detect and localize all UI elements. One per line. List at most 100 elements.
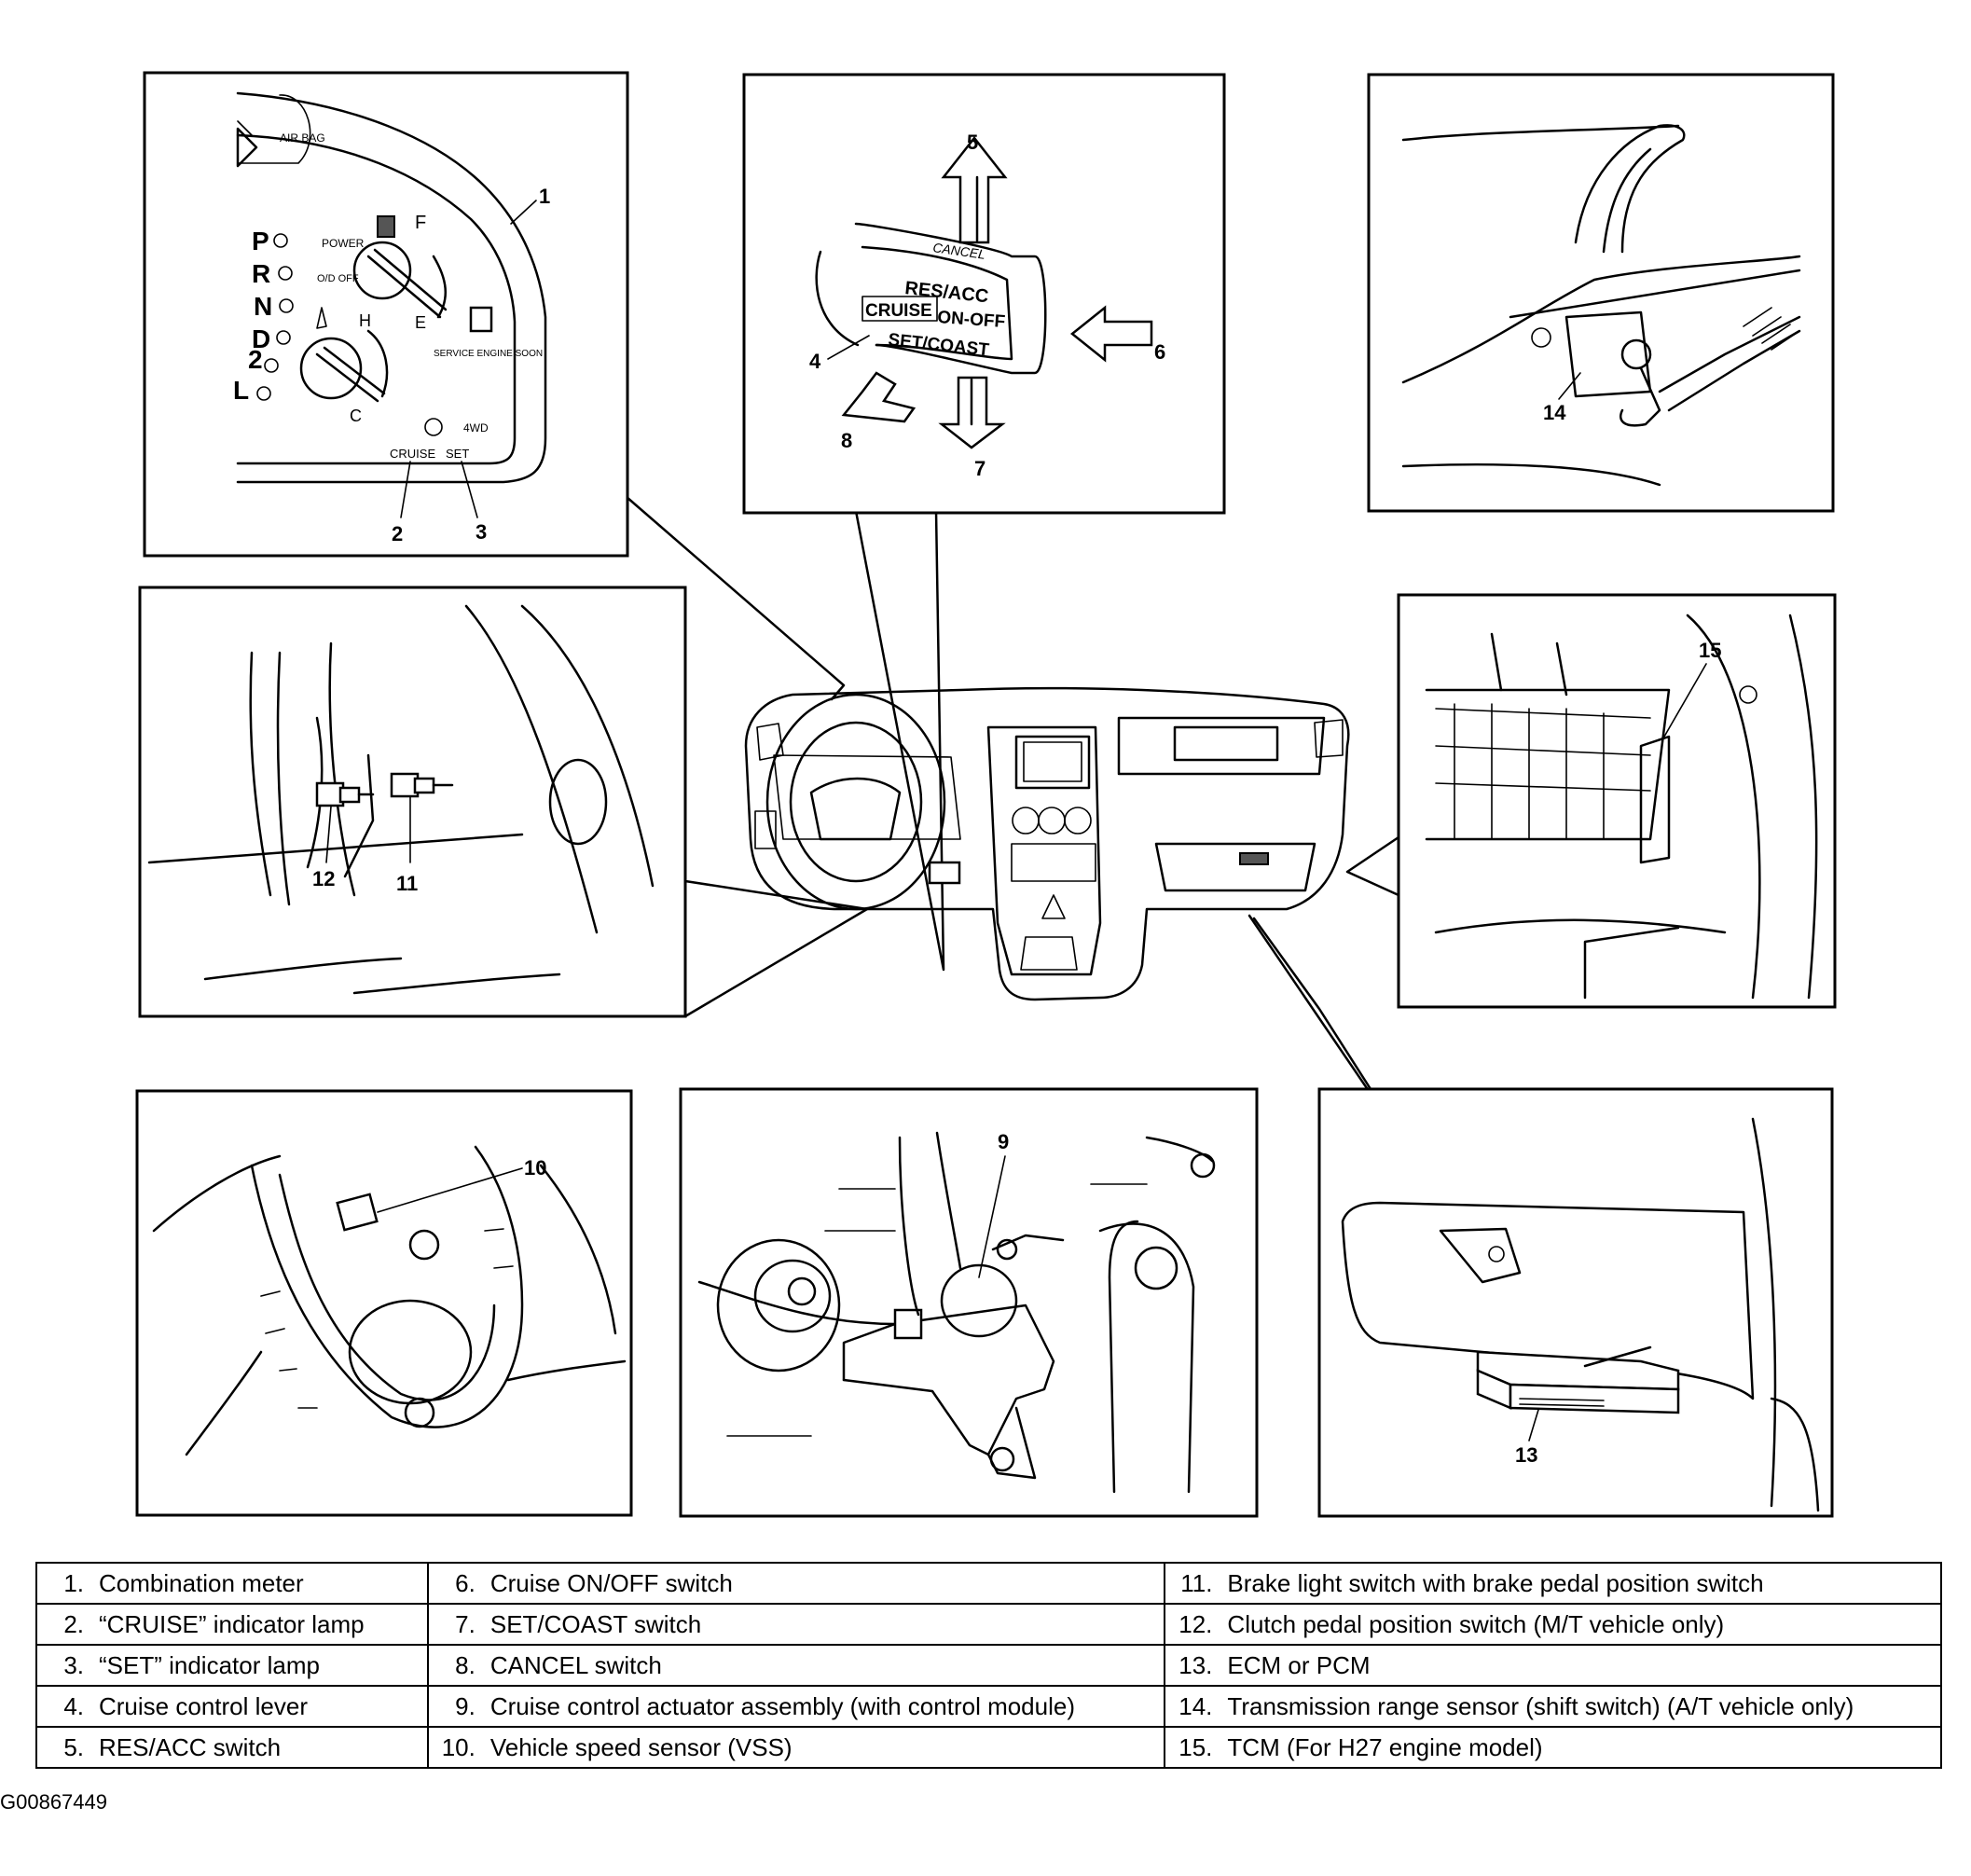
legend-cell: 13.ECM or PCM — [1164, 1644, 1942, 1687]
legend-text: ECM or PCM — [1227, 1650, 1371, 1679]
callout-14: 14 — [1543, 401, 1566, 424]
cruise-lamp-label: CRUISE — [390, 447, 435, 461]
vss-sensor-graphic — [336, 1193, 379, 1232]
legend-number: 4. — [63, 1691, 84, 1720]
legend-text: RES/ACC switch — [99, 1732, 282, 1761]
legend-cell: 15. TCM (For H27 engine model) — [1164, 1726, 1942, 1769]
legend-text: Clutch pedal position switch (M/T vehicl… — [1227, 1609, 1725, 1638]
set-coast-arrow — [938, 376, 1006, 449]
callout-2: 2 — [392, 522, 403, 545]
legend-text: Cruise ON/OFF switch — [489, 1568, 733, 1597]
legend-cell: 12. Clutch pedal position switch (M/T veh… — [1164, 1603, 1942, 1646]
legend-text: Vehicle speed sensor (VSS) — [489, 1732, 793, 1761]
legend-text: Cruise control lever — [99, 1691, 308, 1720]
brake-switch-graphic — [390, 772, 454, 798]
fuel-e-label: E — [415, 313, 426, 332]
on-off-arrow — [1069, 305, 1153, 363]
legend-text: CANCEL switch — [489, 1650, 662, 1679]
gear-r: R — [252, 259, 270, 288]
dashboard-overview — [744, 686, 1350, 1001]
callout-12: 12 — [312, 867, 335, 890]
gear-l: L — [233, 376, 249, 405]
callout-11: 11 — [396, 872, 418, 895]
callout-15: 15 — [1699, 639, 1721, 662]
legend-table: 1.Combination meter 6. Cruise ON/OFF swit… — [35, 1562, 1942, 1769]
callout-6: 6 — [1154, 340, 1165, 364]
gear-indicator: P R N D 2 L — [233, 227, 294, 405]
4wd-label: 4WD — [463, 421, 489, 435]
cruise-switch-label: CRUISE — [865, 301, 932, 321]
4wd-icon — [424, 418, 443, 436]
legend-text: TCM (For H27 engine model) — [1227, 1732, 1543, 1761]
legend-cell: 4. Cruise control lever — [35, 1685, 429, 1728]
legend-number: 5. — [63, 1732, 84, 1761]
legend-cell: 1.Combination meter — [35, 1562, 429, 1605]
legend-number: 14. — [1178, 1691, 1213, 1720]
callout-13: 13 — [1515, 1443, 1537, 1467]
legend-number: 9. — [455, 1691, 476, 1720]
legend-cell: 9. Cruise control actuator assembly (with… — [426, 1685, 1166, 1728]
callout-4: 4 — [809, 350, 821, 373]
res-acc-arrow — [941, 135, 1008, 244]
cruise-lever-panel: CANCEL RES/ACC CRUISE ON-OFF SET/COAST 5… — [742, 73, 1226, 515]
coolant-temp-icon — [316, 307, 327, 329]
legend-row: 3. “SET” indicator lamp 8. CANCEL switch 1… — [35, 1644, 1942, 1687]
legend-text: “CRUISE” indicator lamp — [99, 1609, 365, 1638]
temp-h-label: H — [359, 311, 371, 330]
legend-cell: 8. CANCEL switch — [426, 1644, 1166, 1687]
legend-row: 4. Cruise control lever 9. Cruise control … — [35, 1685, 1942, 1728]
legend-number: 7. — [455, 1609, 476, 1638]
legend-number: 15. — [1178, 1732, 1213, 1761]
leader-lines — [625, 495, 1454, 1093]
legend-cell: 11. Brake light switch with brake pedal p… — [1164, 1562, 1942, 1605]
legend-cell: 2. “CRUISE” indicator lamp — [35, 1603, 429, 1646]
set-lamp-label: SET — [446, 447, 469, 461]
legend-number: 10. — [441, 1732, 476, 1761]
legend-text: Transmission range sensor (shift switch)… — [1227, 1691, 1854, 1720]
clutch-switch-graphic — [315, 781, 375, 807]
vss-panel: 10 — [135, 1089, 633, 1517]
temp-gauge — [299, 337, 363, 400]
legend-text: Cruise control actuator assembly (with c… — [489, 1691, 1075, 1720]
callout-7: 7 — [974, 457, 986, 480]
legend-text: “SET” indicator lamp — [99, 1650, 320, 1679]
legend-text: Combination meter — [99, 1568, 304, 1597]
legend-cell: 6. Cruise ON/OFF switch — [426, 1562, 1166, 1605]
legend-number: 6. — [455, 1568, 476, 1597]
fuel-f-label: F — [415, 213, 426, 233]
cancel-arrow — [841, 371, 917, 423]
legend-cell: 7. SET/COAST switch — [426, 1603, 1166, 1646]
callout-1: 1 — [539, 185, 550, 208]
actuator-motor-graphic — [940, 1263, 1018, 1338]
fuel-warning-icon — [469, 306, 493, 333]
temp-c-label: C — [350, 407, 362, 425]
transmission-range-sensor-panel: 14 — [1367, 73, 1835, 513]
component-location-diagram: AIR BAG P R N D 2 L POWER O/D OFF F E SE… — [135, 71, 1837, 1518]
tcm-panel: 15 — [1397, 593, 1837, 1009]
od-off-label: O/D OFF — [317, 273, 359, 284]
legend-row: 1.Combination meter 6. Cruise ON/OFF swit… — [35, 1562, 1942, 1605]
legend-number: 8. — [455, 1650, 476, 1679]
combination-meter-panel: AIR BAG P R N D 2 L POWER O/D OFF F E SE… — [143, 71, 629, 558]
airbag-label: AIR BAG — [280, 131, 325, 145]
gear-2: 2 — [248, 345, 263, 374]
legend-row: 5. RES/ACC switch 10. Vehicle speed sensor… — [35, 1726, 1942, 1769]
legend-number: 11. — [1180, 1568, 1213, 1597]
legend-cell: 14. Transmission range sensor (shift swit… — [1164, 1685, 1942, 1728]
figure-id: G00867449 — [0, 1790, 107, 1814]
legend-number: 12. — [1178, 1609, 1213, 1638]
service-engine-label: SERVICE ENGINE SOON — [434, 349, 543, 359]
ecm-module-graphic — [1476, 1350, 1680, 1414]
callout-3: 3 — [476, 520, 487, 544]
callout-5: 5 — [967, 131, 978, 154]
callout-8: 8 — [841, 429, 852, 452]
cancel-label: CANCEL — [932, 240, 986, 262]
legend-cell: 5. RES/ACC switch — [35, 1726, 429, 1769]
legend-text: Brake light switch with brake pedal posi… — [1227, 1568, 1764, 1597]
legend-number: 2. — [63, 1609, 84, 1638]
actuator-panel: 9 — [679, 1087, 1259, 1518]
power-label: POWER — [322, 237, 365, 250]
legend-number: 3. — [63, 1650, 84, 1679]
callout-10: 10 — [524, 1156, 546, 1179]
legend-text: SET/COAST switch — [489, 1609, 702, 1638]
